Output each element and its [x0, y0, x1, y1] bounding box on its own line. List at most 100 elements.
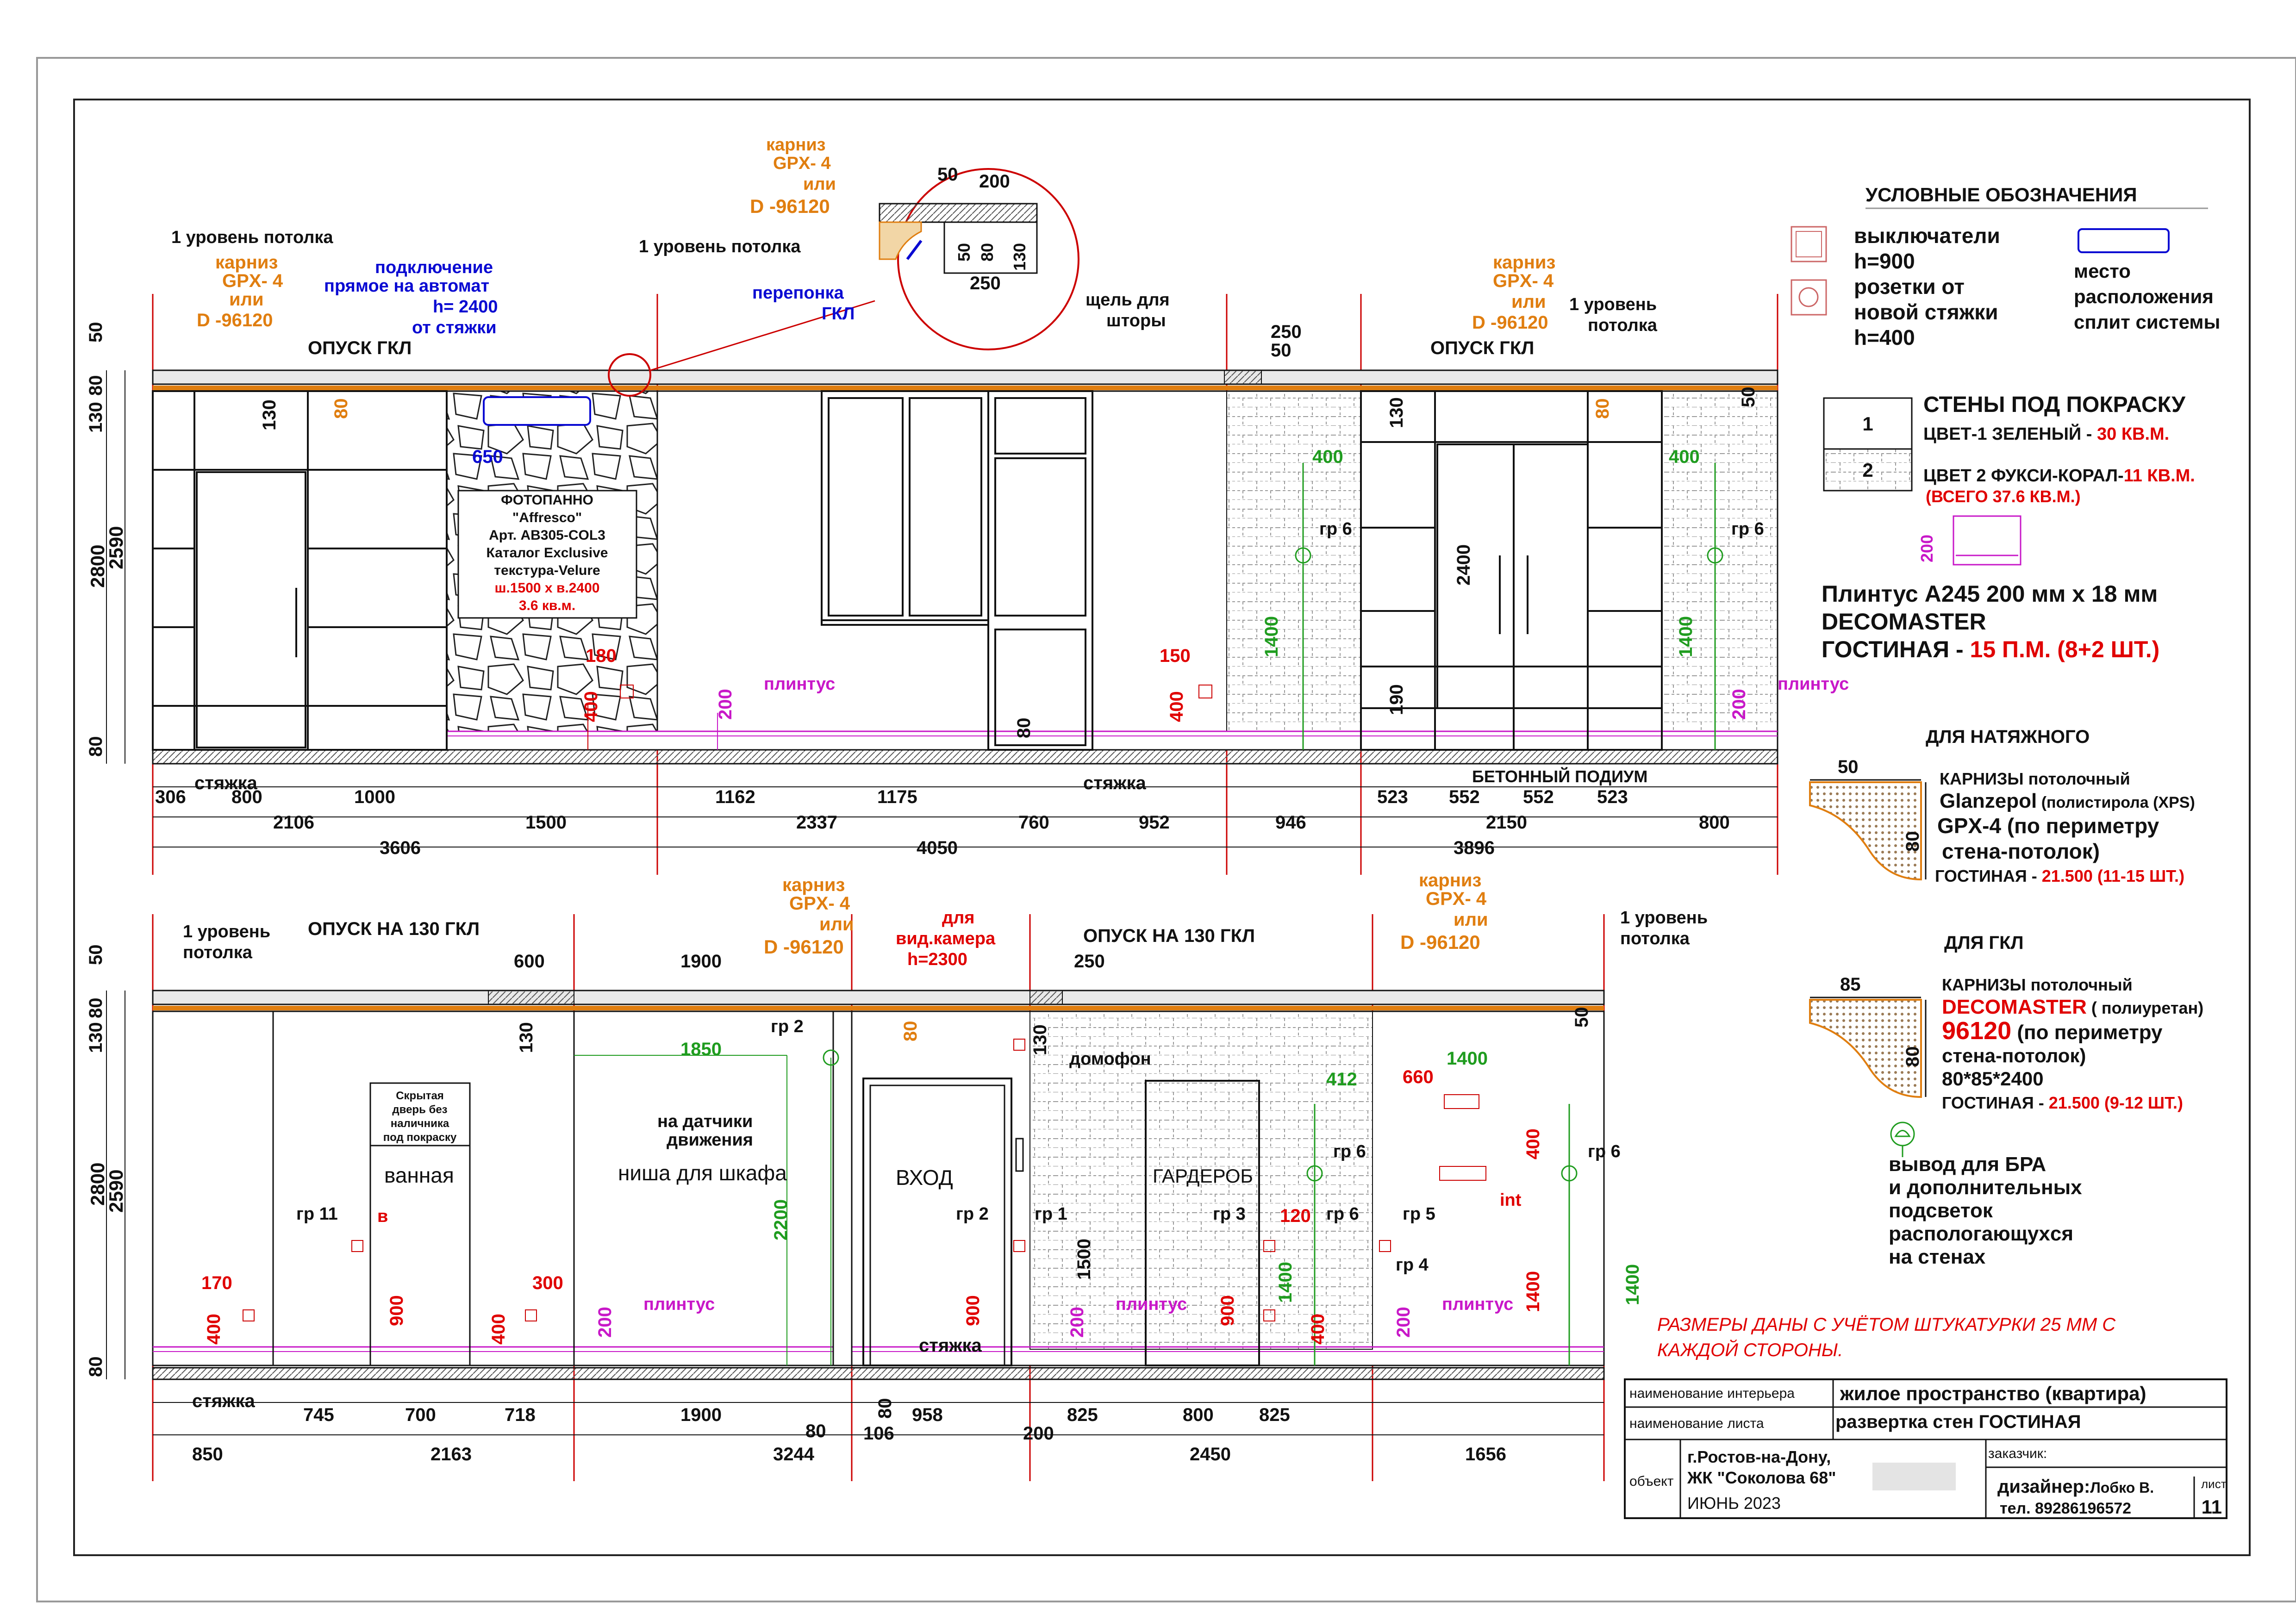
dim-2590: 2590: [105, 526, 127, 569]
sheet-name-label: наименование листа: [1629, 1416, 1764, 1431]
screed-label: стяжка: [1083, 773, 1147, 793]
detail-dim: 80: [978, 243, 997, 262]
dim-50: 50: [86, 945, 106, 966]
bra-label: вывод для БРА: [1889, 1153, 2046, 1176]
dim-120: 120: [1280, 1206, 1311, 1226]
cornice-label: или: [819, 914, 854, 935]
screed-label: стяжка: [919, 1335, 982, 1356]
cornice-label: или: [1454, 910, 1488, 930]
detail-dim: 130: [1010, 243, 1029, 271]
switch-label: h=900: [1854, 249, 1915, 273]
total-area-label: (ВСЕГО 37.6 КВ.М.): [1926, 487, 2081, 506]
plinth-label: плинтус: [1442, 1295, 1513, 1314]
dim-900: 900: [1217, 1295, 1238, 1326]
cornice-label: D -96120: [1472, 312, 1548, 333]
dim-1400: 1400: [1523, 1271, 1543, 1312]
room-label-wardrobe: ГАРДЕРОБ: [1153, 1165, 1253, 1187]
svg-text:946: 946: [1275, 812, 1306, 833]
dim-1400: 1400: [1261, 616, 1282, 657]
cornice-label: D -96120: [764, 936, 844, 958]
dim-250: 250: [1271, 322, 1302, 342]
sheet-name-value: развертка стен ГОСТИНАЯ: [1835, 1412, 2081, 1432]
sensor-label: движения: [667, 1130, 753, 1150]
bra-group-label: гр 6: [1319, 519, 1352, 539]
cornice-label: карниз: [782, 875, 845, 895]
svg-text:718: 718: [505, 1405, 536, 1425]
detail-cornice-label: или: [803, 174, 836, 194]
svg-text:1900: 1900: [680, 1405, 722, 1425]
svg-text:наличника: наличника: [391, 1117, 449, 1130]
switch-label: выключатели: [1854, 224, 2000, 248]
dim-1400: 1400: [1622, 1264, 1643, 1305]
legend: УСЛОВНЫЕ ОБОЗНАЧЕНИЯ выключатели h=900 р…: [1657, 184, 2220, 1360]
bra-label: и дополнительных: [1889, 1176, 2082, 1199]
cornice-profile-1: [1809, 779, 1927, 881]
svg-text:552: 552: [1523, 787, 1554, 807]
dim-600: 600: [514, 951, 545, 972]
group-label: гр 3: [1213, 1204, 1246, 1224]
cornice1-brand: Glanzepol (полистирола (XPS): [1940, 790, 2195, 812]
hidden-door-label: Скрытая дверь без наличника под покраску: [369, 1082, 471, 1146]
socket-label: новой стяжки: [1854, 300, 1998, 324]
svg-text:700: 700: [405, 1405, 436, 1425]
switch-icon: [1791, 226, 1827, 262]
svg-text:760: 760: [1018, 812, 1049, 833]
dim-130: 130: [1030, 1024, 1050, 1055]
cornice-label: или: [229, 289, 264, 310]
bra-label: на стенах: [1889, 1246, 1986, 1268]
dim-1500: 1500: [1074, 1239, 1094, 1280]
group-label: гр 11: [296, 1204, 338, 1224]
dim-180: 180: [586, 646, 617, 666]
ceiling-level-label: 1 уровень: [1569, 295, 1657, 314]
dim-80: 80: [86, 375, 106, 396]
dim-200: 200: [1917, 535, 1936, 562]
svg-text:Каталог Exclusive: Каталог Exclusive: [487, 545, 608, 561]
dim-1850: 1850: [680, 1039, 722, 1059]
svg-text:523: 523: [1377, 787, 1408, 807]
intercom-label: домофон: [1069, 1049, 1151, 1069]
bra-group-label: гр 6: [1731, 519, 1764, 539]
top-dims-row3: 3606 4050 3896: [380, 838, 1495, 858]
svg-text:ФОТОПАННО: ФОТОПАННО: [501, 492, 593, 508]
split-label: место: [2074, 260, 2131, 282]
ceiling-level-label: потолка: [183, 943, 253, 962]
plaster-note: КАЖДОЙ СТОРОНЫ.: [1657, 1339, 1843, 1360]
dim-400: 400: [1312, 447, 1343, 467]
cornice2-label: КАРНИЗЫ потолочный: [1942, 975, 2133, 994]
dim-412: 412: [1326, 1069, 1357, 1090]
cornice-label: карниз: [215, 252, 278, 273]
dim-130: 130: [86, 402, 106, 433]
svg-text:1162: 1162: [715, 787, 755, 807]
camera-label: вид.камера: [896, 929, 996, 948]
svg-text:ш.1500 х в.2400: ш.1500 х в.2400: [495, 580, 600, 596]
opusk-label: ОПУСК ГКЛ: [1430, 338, 1534, 358]
dim-400: 400: [1523, 1128, 1543, 1159]
detail-dim: 50: [937, 164, 958, 185]
bra-label: распологающуxся: [1889, 1222, 2073, 1245]
inner-frame: [73, 99, 2251, 1556]
detail-dim: 250: [970, 273, 1001, 293]
cornice-label: или: [1511, 292, 1546, 312]
address-line2: ЖК "Соколова 68": [1687, 1468, 1836, 1487]
detail-cornice-label: D -96120: [750, 195, 830, 217]
svg-text:2450: 2450: [1190, 1444, 1231, 1464]
room-label-entry: ВХОД: [896, 1165, 953, 1190]
dim-80: 80: [1903, 1047, 1923, 1067]
svg-text:552: 552: [1449, 787, 1480, 807]
svg-text:2150: 2150: [1486, 812, 1527, 833]
designer-phone: тел. 89286196572: [2000, 1500, 2131, 1517]
cornice2-desc: стена-потолок): [1942, 1045, 2086, 1066]
dim-200: 200: [595, 1307, 615, 1338]
dim-80: 80: [86, 736, 106, 757]
screed-label: стяжка: [194, 773, 258, 793]
cornice2-model: 96120 (по периметру: [1942, 1017, 2163, 1045]
dim-150: 150: [1160, 646, 1191, 666]
dim-80: 80: [875, 1398, 895, 1419]
dim-650: 650: [472, 447, 503, 467]
sheet-number-label: лист: [2201, 1477, 2227, 1491]
cornice2-brand: DECOMASTER ( полиуретан): [1942, 996, 2203, 1018]
socket-label: розетки от: [1854, 274, 1965, 299]
svg-text:1000: 1000: [354, 787, 395, 807]
stretch-title: ДЛЯ НАТЯЖНОГО: [1926, 727, 2090, 747]
